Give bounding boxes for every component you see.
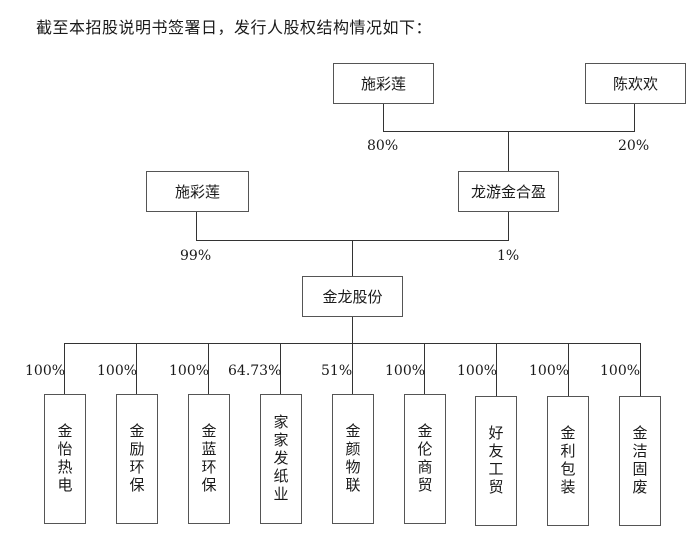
ownership-pct: 100% [97, 363, 138, 379]
shareholder-box-shi-cailian: 施彩莲 [146, 171, 249, 212]
ownership-pct: 80% [367, 138, 399, 154]
connector-line [352, 343, 353, 394]
connector-line [568, 343, 569, 396]
subsidiary-name: 金怡热电 [55, 423, 74, 495]
ownership-pct: 20% [618, 138, 650, 154]
company-name: 金龙股份 [322, 288, 383, 306]
ownership-pct: 64.73% [228, 363, 282, 379]
entity-name: 龙游金合盈 [470, 183, 546, 201]
connector-line [640, 343, 641, 396]
connector-line [496, 343, 497, 396]
shareholder-name: 陈欢欢 [612, 75, 658, 93]
company-box-jinlong: 金龙股份 [302, 276, 403, 317]
page-heading: 截至本招股说明书签署日，发行人股权结构情况如下： [36, 18, 433, 37]
ownership-pct: 100% [385, 363, 426, 379]
subsidiary-name: 金利包装 [558, 425, 577, 497]
entity-box-longyou-jinheying: 龙游金合盈 [458, 171, 559, 212]
subsidiary-name: 家家发纸业 [271, 414, 290, 504]
subsidiary-box-jinli-huanbao: 金励环保 [116, 394, 158, 524]
connector-line [208, 343, 209, 394]
ownership-pct: 100% [529, 363, 570, 379]
connector-line [280, 343, 281, 394]
connector-line [508, 131, 509, 171]
connector-line [424, 343, 425, 394]
subsidiary-name: 好友工贸 [486, 425, 505, 497]
ownership-pct: 99% [180, 248, 212, 264]
shareholder-box-shi-cailian-top: 施彩莲 [333, 63, 434, 104]
subsidiary-name: 金蓝环保 [199, 423, 218, 495]
connector-line [352, 317, 353, 343]
subsidiary-box-jinli-baozhuang: 金利包装 [547, 396, 589, 526]
ownership-pct: 1% [497, 248, 520, 264]
shareholder-name: 施彩莲 [174, 183, 220, 201]
connector-line [64, 343, 65, 394]
ownership-pct: 100% [169, 363, 210, 379]
subsidiary-name: 金励环保 [127, 423, 146, 495]
connector-line [508, 212, 509, 240]
shareholder-box-chen-huanhuan: 陈欢欢 [585, 63, 686, 104]
subsidiary-name: 金洁固废 [630, 425, 649, 497]
shareholder-name: 施彩莲 [360, 75, 406, 93]
subsidiary-box-jinjie-gufei: 金洁固废 [619, 396, 661, 526]
subsidiary-box-jinlan-huanbao: 金蓝环保 [188, 394, 230, 524]
subsidiary-box-jinyan-wulian: 金颜物联 [332, 394, 374, 524]
connector-line [634, 104, 635, 131]
subsidiary-box-jiajiafa-zhiye: 家家发纸业 [260, 394, 302, 524]
connector-line [196, 212, 197, 240]
ownership-pct: 100% [25, 363, 66, 379]
subsidiary-name: 金伦商贸 [415, 423, 434, 495]
ownership-pct: 51% [321, 363, 353, 379]
ownership-pct: 100% [600, 363, 641, 379]
connector-line [136, 343, 137, 394]
subsidiary-box-haoyou-gongmao: 好友工贸 [475, 396, 517, 526]
subsidiary-box-jinlun-shangmao: 金伦商贸 [404, 394, 446, 524]
ownership-pct: 100% [457, 363, 498, 379]
subsidiary-box-jinyi-redian: 金怡热电 [44, 394, 86, 524]
connector-line [383, 104, 384, 131]
subsidiary-name: 金颜物联 [343, 423, 362, 495]
connector-line [383, 131, 635, 132]
connector-line [352, 240, 353, 276]
